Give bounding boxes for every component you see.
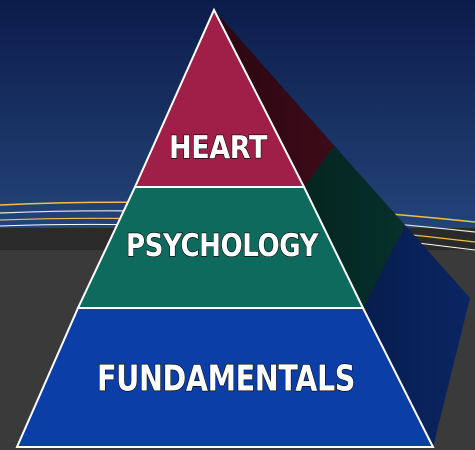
- pyramid-tier-fundamentals: [15, 307, 435, 448]
- tier-label-fundamentals: FUNDAMENTALS: [97, 359, 355, 400]
- pyramid-side-shade: [214, 10, 470, 447]
- tier-label-psychology: PSYCHOLOGY: [126, 228, 319, 264]
- tier-label-heart: HEART: [169, 130, 267, 166]
